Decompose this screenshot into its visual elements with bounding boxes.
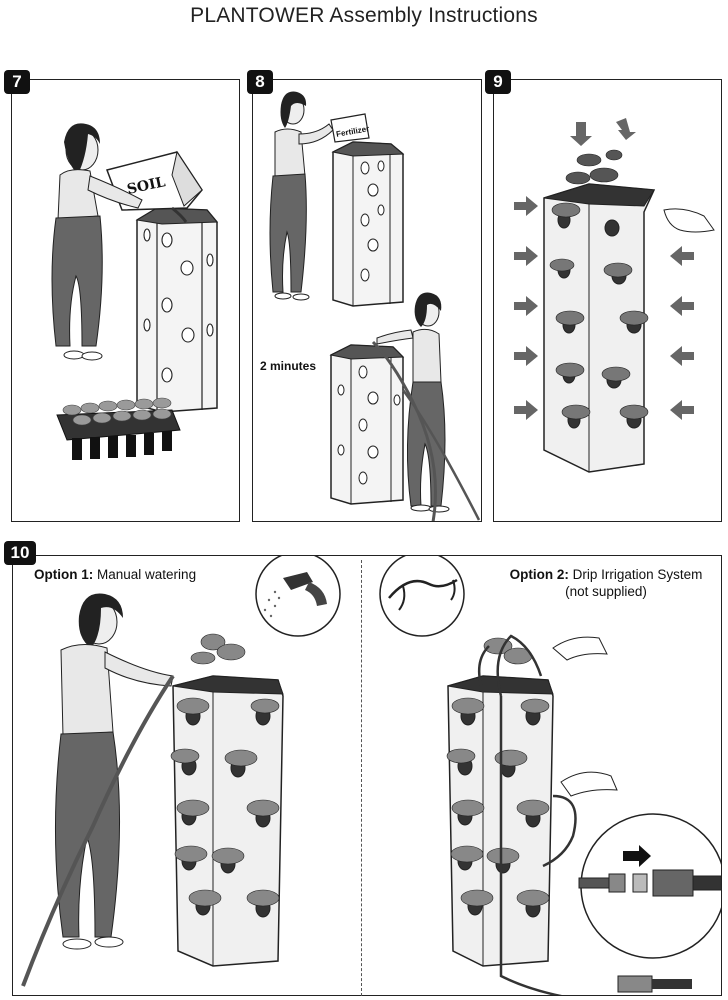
right-arrow-icon [623,845,651,867]
options-divider [361,560,362,996]
step-9-illustration [514,118,715,473]
step-9-badge: 9 [485,70,511,94]
option-2-label: Option 2: Drip Irrigation System (not su… [481,566,721,600]
hose-connector-inset-icon [578,813,721,959]
seedling-tray-icon [56,397,181,460]
step-10-illustration [21,556,721,995]
option-1-text: Manual watering [97,567,197,582]
step-8-illustration [269,91,481,521]
hand-icon [560,771,618,797]
hand-icon [552,636,608,661]
option-2-text: Drip Irrigation System [572,567,703,582]
drip-irrigation-inset-icon [379,556,465,637]
woman-figure-icon [269,91,334,301]
woman-figure-icon [51,123,143,361]
step-7-illustration [51,123,219,460]
option-2-prefix: Option 2: [509,567,569,582]
fertilizer-box-icon [330,113,370,143]
hand-icon [663,208,715,233]
step-9-panel [493,79,722,522]
hose-fitting-icon [617,975,692,993]
down-arrow-icons [570,118,636,146]
page-title: PLANTOWER Assembly Instructions [190,4,538,27]
option-1-prefix: Option 1: [34,567,94,582]
step-8-panel: Fertilizer 2 minutes [252,79,482,522]
step-8-badge: 8 [247,70,273,94]
side-arrow-icons [514,196,694,420]
two-minutes-label: 2 minutes [260,359,317,373]
step-10-panel: Option 1: Manual watering Option 2: Drip… [12,555,722,996]
hose-nozzle-inset-icon [255,556,341,637]
step-7-badge: 7 [4,70,30,94]
woman-watering-icon [21,593,175,987]
step-7-panel: SOIL [11,79,240,522]
option-1-label: Option 1: Manual watering [34,566,196,583]
step-10-badge: 10 [4,541,36,565]
woman-watering-icon [371,292,481,521]
option-2-note: (not supplied) [565,584,647,599]
